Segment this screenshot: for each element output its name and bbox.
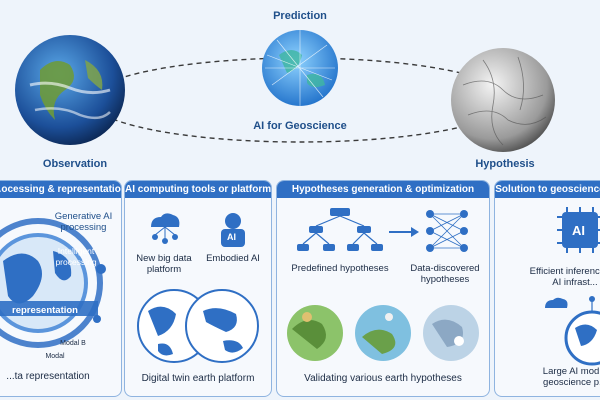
processing-ring-icon — [0, 218, 106, 348]
panel-processing-representation: ...ocessing & representation Generative … — [0, 180, 122, 397]
ring-inner-label: Intelligent processing — [55, 246, 97, 267]
big-data-platform-icon — [151, 213, 180, 244]
modal-label: Modal — [45, 353, 65, 360]
panel-title: Hypotheses generation & optimization — [277, 181, 489, 198]
panel-title: AI computing tools or platforms — [125, 181, 271, 198]
modal-b-label: Modal B — [60, 340, 86, 347]
ai-chip-badge: AI — [572, 223, 585, 238]
band-label: representation — [12, 305, 78, 316]
arrow-right-icon — [389, 227, 419, 237]
prediction-label: Prediction — [273, 10, 327, 22]
hypothesis-label: Hypothesis — [475, 158, 535, 170]
efficient-inference-label: Efficient inferenc... by AI infrast... — [529, 266, 600, 288]
large-ai-model-globe-icon — [545, 296, 600, 366]
validating-hypotheses-label: Validating various earth hypotheses — [304, 373, 462, 384]
panel-solution-geoscience: Solution to geoscience in... AI Efficien… — [494, 180, 600, 397]
panel-title: Solution to geoscience in... — [495, 181, 600, 198]
observation-label: Observation — [42, 158, 108, 170]
digital-twin-earth-icon — [137, 289, 259, 363]
ai-chip-icon — [557, 207, 600, 253]
prediction-globe-icon — [262, 30, 338, 106]
embodied-ai-label: Embodied AI — [206, 253, 260, 264]
predefined-hypotheses-tree-icon — [297, 208, 383, 251]
data-discovered-hypotheses-label: Data-discovered hypotheses — [410, 263, 480, 285]
hypothesis-globe-icon — [451, 48, 555, 152]
predefined-hypotheses-label: Predefined hypotheses — [291, 263, 389, 274]
panel-ai-computing-tools: AI computing tools or platforms AI New b… — [124, 180, 272, 397]
digital-twin-label: Digital twin earth platform — [141, 373, 255, 384]
panel-title: ...ocessing & representation — [0, 181, 121, 198]
data-discovered-network-icon — [426, 210, 468, 252]
ai-for-geoscience-label: AI for Geoscience — [253, 120, 347, 132]
earth-hypotheses-globes-icon — [287, 305, 479, 361]
embodied-ai-badge: AI — [227, 232, 236, 242]
big-data-platform-label: New big data platform — [136, 253, 192, 275]
panel-hypotheses-generation: Hypotheses generation & optimization Pre… — [276, 180, 490, 397]
large-ai-model-label: Large AI mod... geoscience p... — [542, 366, 600, 388]
embodied-ai-icon — [221, 213, 245, 247]
panel-bottom-label: ...ta representation — [6, 371, 90, 382]
ring-outer-label: Generative AI processing — [54, 211, 113, 233]
observation-globe-icon — [15, 35, 125, 145]
